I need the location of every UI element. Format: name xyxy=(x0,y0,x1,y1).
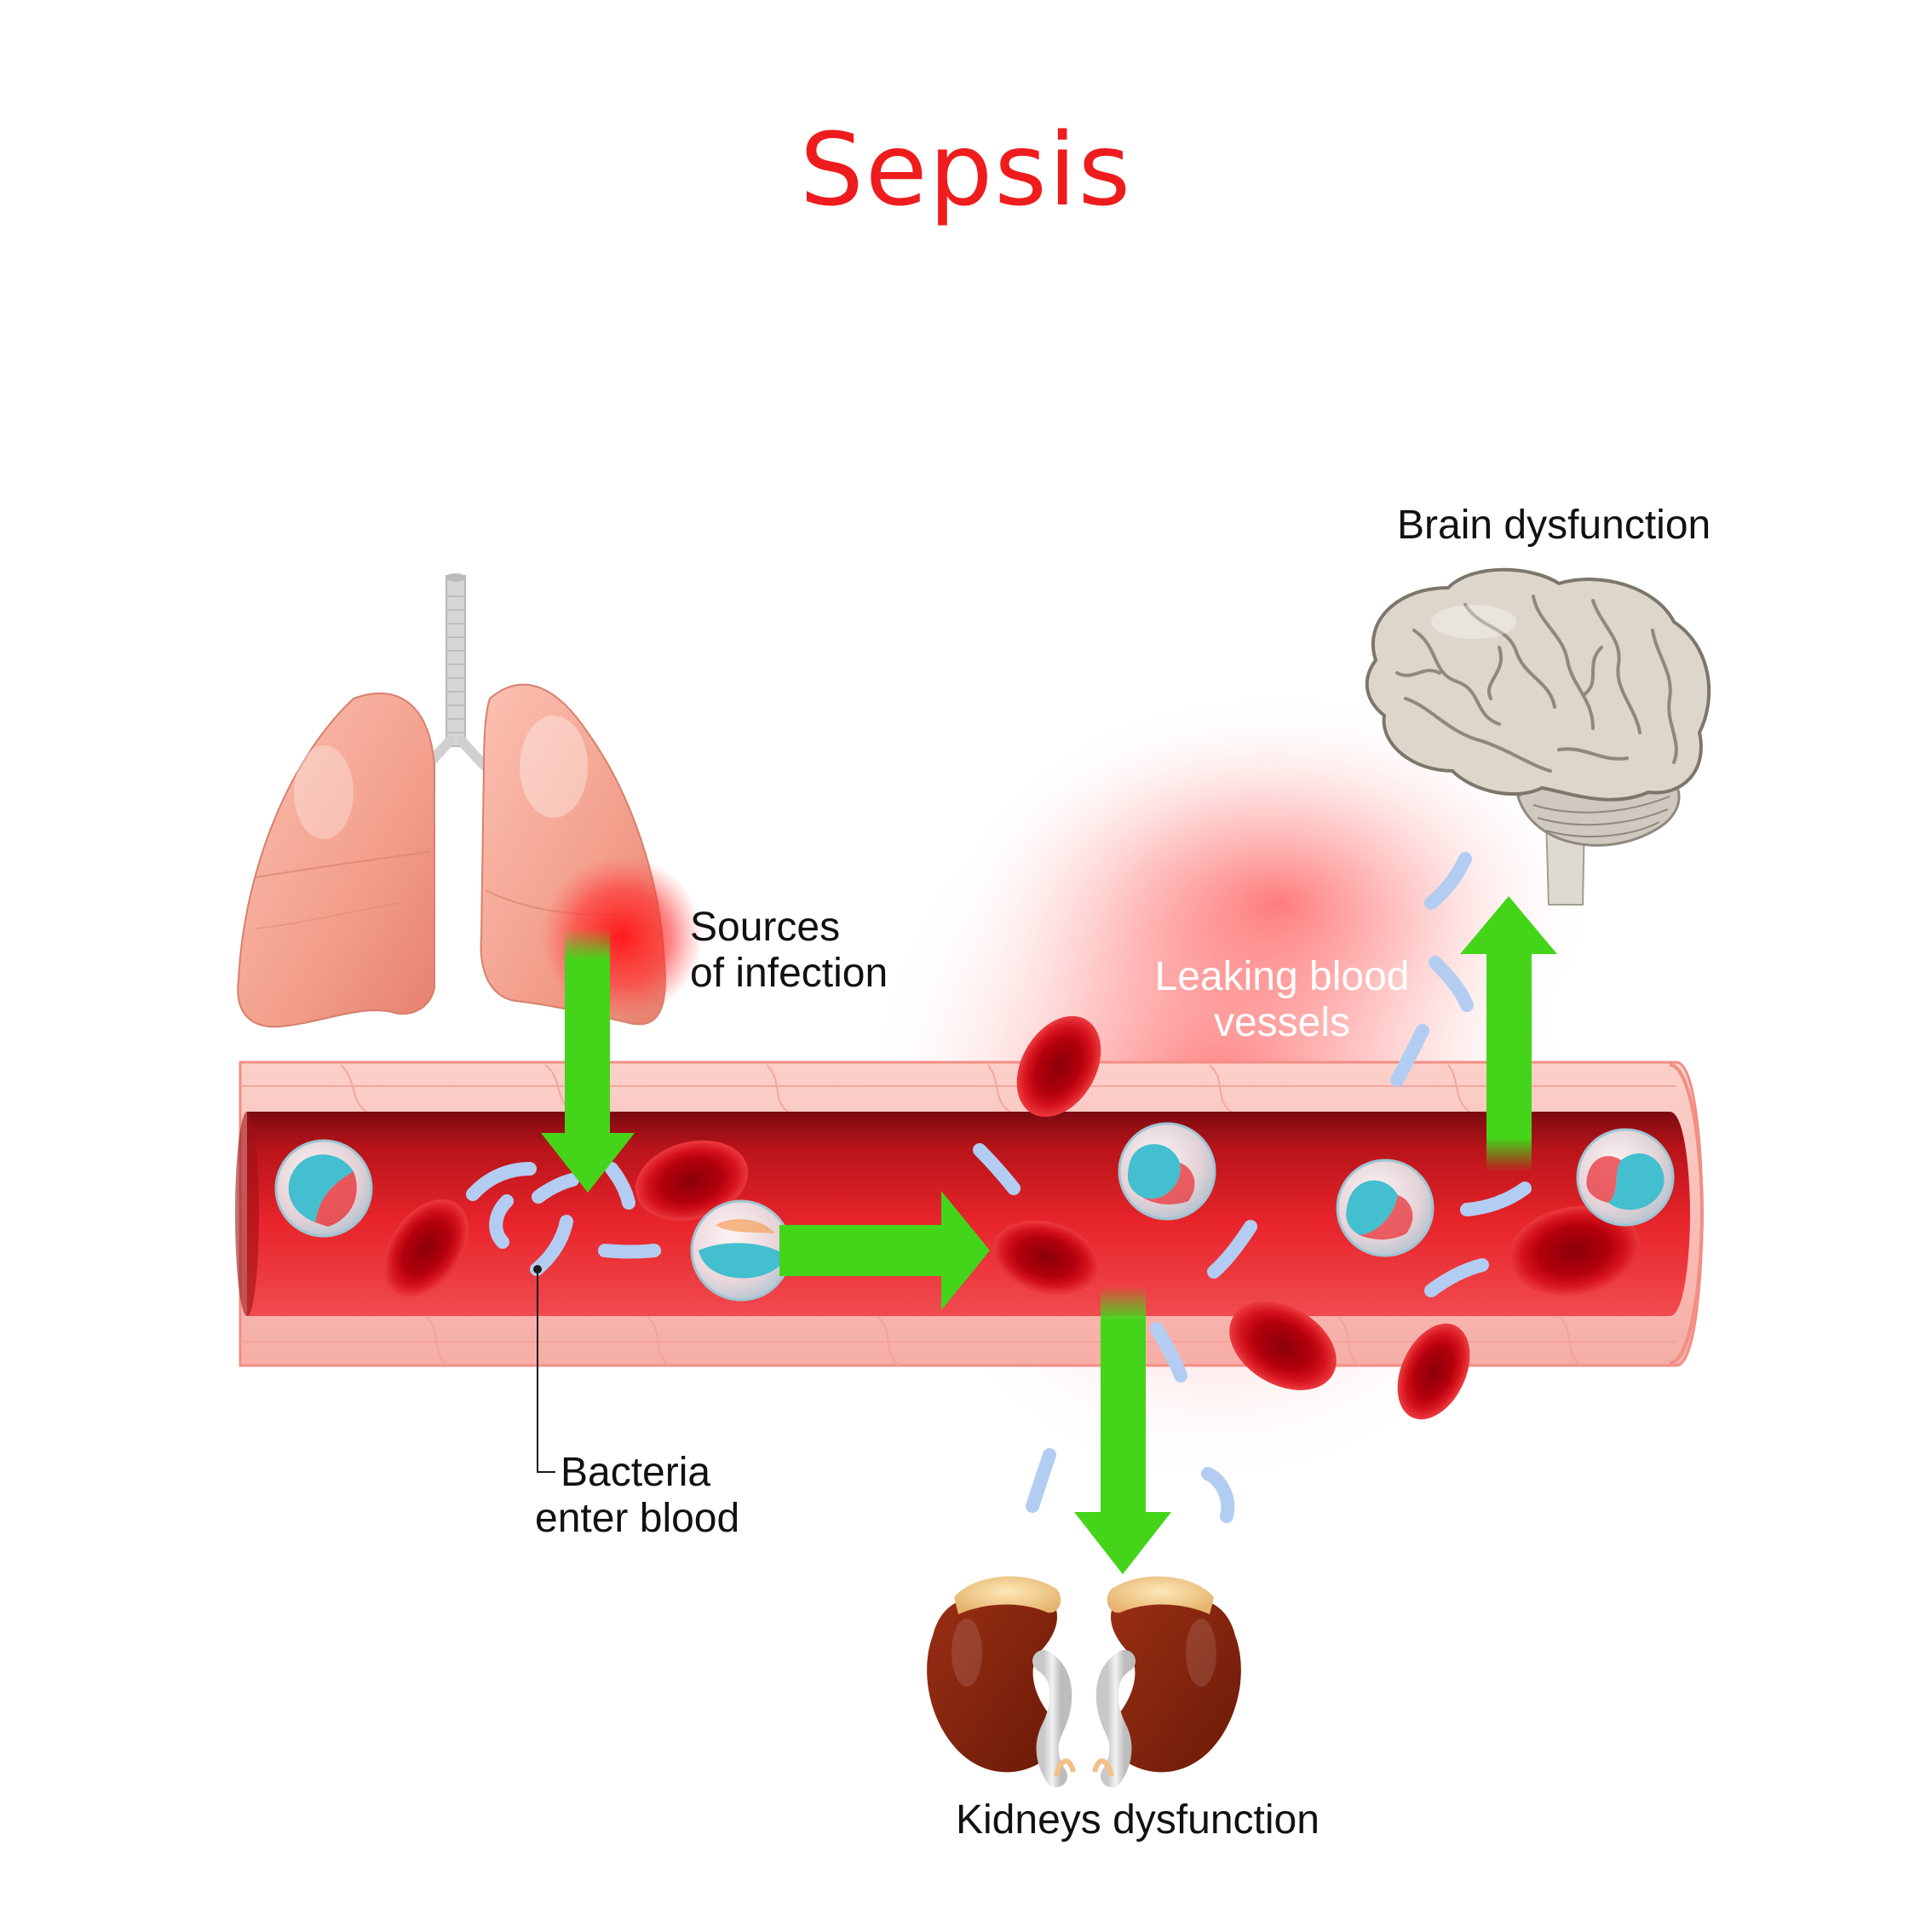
bacterium-icon xyxy=(1207,1220,1257,1279)
white-blood-cell-icon xyxy=(1336,1159,1435,1257)
arrow-icon-lung-to-blood xyxy=(541,929,635,1193)
bacterium-icon xyxy=(1424,1258,1489,1297)
page-title: Sepsis xyxy=(799,111,1133,228)
red-blood-cell-icon xyxy=(383,1199,469,1297)
red-blood-cell-icon xyxy=(1016,1015,1101,1118)
bacterium-icon xyxy=(598,1244,661,1259)
arrow-icon-to-brain xyxy=(1460,896,1557,1171)
red-blood-cell-icon xyxy=(1397,1323,1470,1420)
bacterium-icon xyxy=(466,1162,537,1201)
red-blood-cells xyxy=(383,1015,1640,1420)
white-blood-cell-icon xyxy=(1576,1128,1675,1227)
bacterium-icon xyxy=(489,1194,514,1249)
bacterium-icon xyxy=(1390,1024,1429,1087)
lungs-icon xyxy=(237,573,703,1028)
leaking-blood-vessels-label: Leaking blood vessels xyxy=(1146,954,1418,1046)
bacterium-icon xyxy=(605,1162,635,1210)
red-blood-cell-icon xyxy=(992,1220,1100,1295)
bacterium-icon xyxy=(973,1143,1021,1195)
red-blood-cell-icon xyxy=(1509,1205,1640,1296)
white-blood-cell-icon xyxy=(690,1199,792,1302)
bacterium-icon xyxy=(1150,1322,1187,1383)
brain-dysfunction-label: Brain dysfunction xyxy=(1397,503,1711,548)
bacterium-icon xyxy=(1201,1467,1235,1523)
brain-icon xyxy=(1365,567,1711,906)
bacterium-icon xyxy=(1460,1182,1532,1216)
bacteria-pointer xyxy=(533,1265,555,1473)
inflammation-glow-upper xyxy=(954,690,1601,1116)
bacterium-icon xyxy=(1429,956,1474,1012)
sources-of-infection-line-1: Sources xyxy=(690,905,841,950)
white-blood-cell-icon xyxy=(1118,1122,1216,1221)
white-blood-cell-icon xyxy=(274,1139,373,1238)
leaking-blood-vessels-line-1: Leaking blood xyxy=(1154,954,1410,999)
kidneys-icon xyxy=(927,1576,1241,1787)
bacteria-enter-blood-label: Bacteria enter blood xyxy=(535,1450,739,1542)
red-blood-cell-icon xyxy=(1229,1302,1337,1390)
bacteria xyxy=(466,852,1532,1523)
leaking-blood-vessels-line-2: vessels xyxy=(1213,1000,1351,1045)
kidneys-dysfunction-label: Kidneys dysfunction xyxy=(956,1797,1320,1843)
arrow-icon-along-vessel xyxy=(779,1191,990,1310)
bacteria-enter-blood-line-1: Bacteria xyxy=(561,1450,711,1495)
bacterium-icon xyxy=(1026,1448,1056,1513)
bacteria-enter-blood-line-2: enter blood xyxy=(535,1496,740,1541)
sources-of-infection-line-2: of infection xyxy=(690,951,888,996)
red-blood-cell-icon xyxy=(635,1140,749,1222)
sources-of-infection-label: Sources of infection xyxy=(690,905,888,997)
bacterium-icon xyxy=(532,1173,579,1204)
white-blood-cells xyxy=(274,1122,1675,1302)
bacterium-icon xyxy=(1424,852,1472,910)
arrow-icon-to-kidneys xyxy=(1074,1286,1171,1574)
